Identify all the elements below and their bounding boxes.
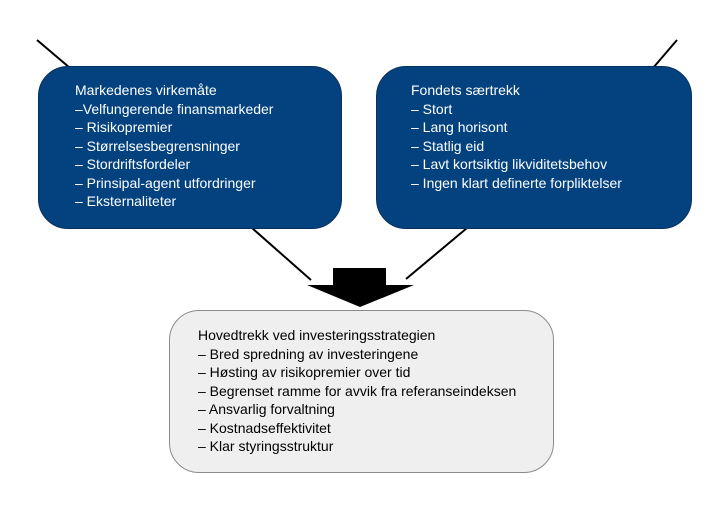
list-item: – Stort xyxy=(411,100,453,117)
connector-line-left-to-arrow xyxy=(251,227,312,281)
list-item: – Klar styringsstruktur xyxy=(198,438,334,454)
investment-strategy-box: Hovedtrekk ved investeringsstrategien – … xyxy=(169,310,554,473)
list-item: – Lang horisont xyxy=(411,119,508,135)
box-title: Fondets særtrekk xyxy=(411,82,520,98)
list-item: – Ingen klart definerte forpliktelser xyxy=(411,174,622,191)
list-item: – Størrelsesbegrensninger xyxy=(75,137,240,154)
connector-line-top-left xyxy=(36,39,71,69)
list-item: –Velfungerende finansmarkeder xyxy=(75,100,274,117)
list-item: – Stordriftsfordeler xyxy=(75,156,191,172)
list-item: – Eksternaliteter xyxy=(75,193,177,209)
list-item: – Lavt kortsiktig likviditetsbehov xyxy=(411,156,608,172)
list-item: – Bred spredning av investeringene xyxy=(198,345,419,362)
list-item: – Kostnadseffektivitet xyxy=(198,419,331,436)
list-item: – Begrenset ramme for avvik fra referans… xyxy=(198,382,517,399)
list-item: – Ansvarlig forvaltning xyxy=(198,401,335,417)
connector-line-right-to-arrow xyxy=(405,227,468,280)
list-item: – Statlig eid xyxy=(411,137,485,154)
list-item: – Prinsipal-agent utfordringer xyxy=(75,174,256,191)
box-title: Markedenes virkemåte xyxy=(75,82,217,98)
connector-line-top-right xyxy=(652,39,678,69)
list-item: – Risikopremier xyxy=(75,119,173,135)
box-title: Hovedtrekk ved investeringsstrategien xyxy=(198,327,436,343)
fund-characteristics-box: Fondets særtrekk – Stort – Lang horisont… xyxy=(376,66,692,229)
list-item: – Høsting av risikopremier over tid xyxy=(198,364,411,380)
market-functioning-box: Markedenes virkemåte –Velfungerende fina… xyxy=(38,66,342,229)
down-arrow-icon xyxy=(307,268,414,307)
